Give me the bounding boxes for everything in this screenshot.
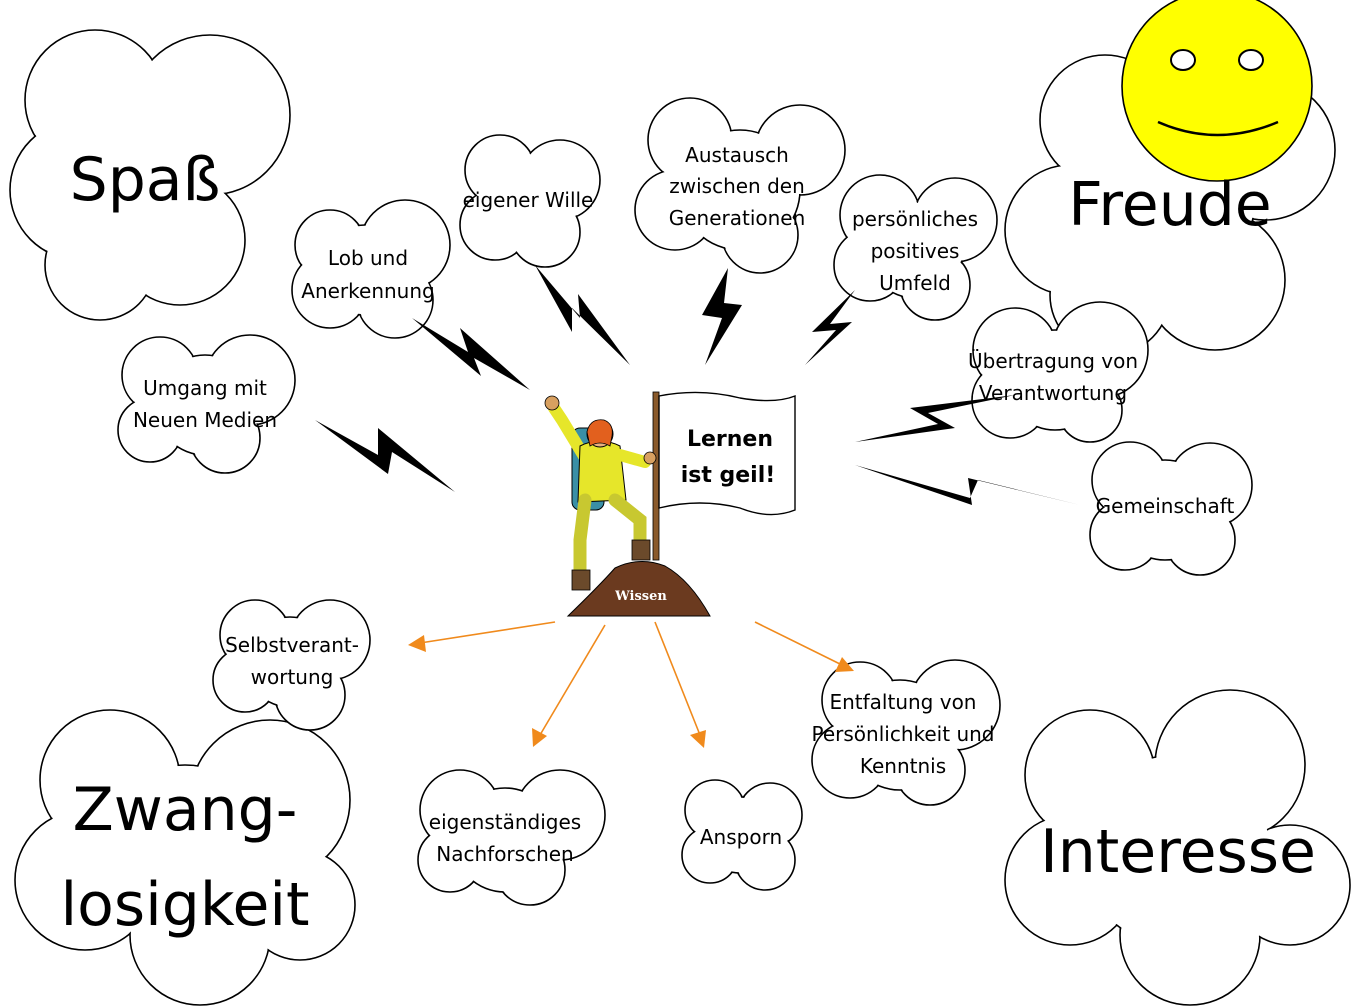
hill-label: Wissen <box>614 589 667 604</box>
lightning-bolt-umfeld-icon <box>805 290 855 365</box>
cloud-label-umfeld-1: persönliches <box>852 207 978 231</box>
cloud-label-losigkeit: losigkeit <box>60 870 309 940</box>
cloud-ansporn: Ansporn <box>681 779 803 891</box>
cloud-label-entfaltung-3: Kenntnis <box>860 754 946 778</box>
cloud-label-zwang: Zwang- <box>73 775 298 845</box>
cloud-wille: eigener Wille <box>459 134 601 268</box>
cloud-label-austausch-1: Austausch <box>685 143 789 167</box>
cloud-label-lob-1: Lob und <box>328 246 408 270</box>
cloud-label-entfaltung-2: Persönlichkeit und <box>812 722 995 746</box>
lightning-bolt-medien-icon <box>315 420 455 492</box>
cloud-label-umfeld-2: positives <box>871 239 960 263</box>
cloud-medien: Umgang mit Neuen Medien <box>117 334 296 474</box>
cloud-label-selbst-1: Selbstverant- <box>225 633 359 657</box>
cloud-label-umfeld-3: Umfeld <box>879 271 951 295</box>
cloud-label-nachforschen-2: Nachforschen <box>436 842 573 866</box>
arrow-to-entfaltung-icon <box>754 621 854 672</box>
cloud-label-spass: Spaß <box>70 145 221 215</box>
cloud-label-ansporn: Ansporn <box>700 825 782 849</box>
lightning-bolt-verantwortung-icon <box>855 395 1015 442</box>
cloud-interesse: Interesse <box>1004 689 1351 1006</box>
lightning-bolt-austausch-icon <box>702 268 742 365</box>
cloud-gemeinschaft: Gemeinschaft <box>1089 441 1253 576</box>
cloud-verantwortung: Übertragung von Verantwortung <box>968 301 1149 443</box>
flag <box>658 391 796 516</box>
cloud-label-wille: eigener Wille <box>463 188 594 212</box>
arrows <box>408 621 854 748</box>
cloud-umfeld: persönliches positives Umfeld <box>833 174 998 321</box>
cloud-label-verantwortung-1: Übertragung von <box>968 349 1138 373</box>
cloud-freude: Freude <box>1004 0 1336 356</box>
cloud-label-freude: Freude <box>1068 170 1271 240</box>
flag-text-line1: Lernen <box>687 427 773 452</box>
cloud-label-medien-1: Umgang mit <box>143 376 267 400</box>
cloud-label-interesse: Interesse <box>1040 817 1316 887</box>
cloud-label-austausch-3: Generationen <box>669 206 806 230</box>
lightning-bolts <box>315 265 1080 505</box>
flag-pole <box>652 391 660 561</box>
lightning-bolt-gemeinschaft-icon <box>855 465 1080 505</box>
cloud-nachforschen: eigenständiges Nachforschen <box>417 769 606 906</box>
cloud-label-selbst-2: wortung <box>251 665 334 689</box>
flag-text-line2: ist geil! <box>681 463 776 488</box>
smiley-sun-icon <box>1121 0 1313 182</box>
cloud-lob: Lob und Anerkennung <box>291 199 451 339</box>
cloud-label-verantwortung-2: Verantwortung <box>979 381 1127 405</box>
cloud-spass: Spaß <box>9 29 291 321</box>
lightning-bolt-lob-icon <box>412 318 530 390</box>
cloud-entfaltung: Entfaltung von Persönlichkeit und Kenntn… <box>811 659 1001 806</box>
cloud-zwanglosigkeit: Zwang- losigkeit <box>14 709 356 1006</box>
cloud-label-nachforschen-1: eigenständiges <box>429 810 581 834</box>
cloud-selbst: Selbstverant- wortung <box>212 599 371 731</box>
cloud-label-medien-2: Neuen Medien <box>133 408 277 432</box>
hiker-illustration: Wissen Lernen ist geil! <box>544 391 796 617</box>
lightning-bolt-wille-icon <box>535 265 630 365</box>
arrow-to-nachforschen-icon <box>532 624 606 747</box>
arrow-to-selbst-icon <box>408 621 556 652</box>
cloud-label-austausch-2: zwischen den <box>669 174 805 198</box>
cloud-label-lob-2: Anerkennung <box>301 279 434 303</box>
cloud-label-gemeinschaft: Gemeinschaft <box>1096 494 1235 518</box>
cloud-label-entfaltung-1: Entfaltung von <box>829 690 976 714</box>
arrow-to-ansporn-icon <box>654 621 706 748</box>
cloud-austausch: Austausch zwischen den Generationen <box>634 97 846 274</box>
knowledge-hill <box>566 561 711 617</box>
